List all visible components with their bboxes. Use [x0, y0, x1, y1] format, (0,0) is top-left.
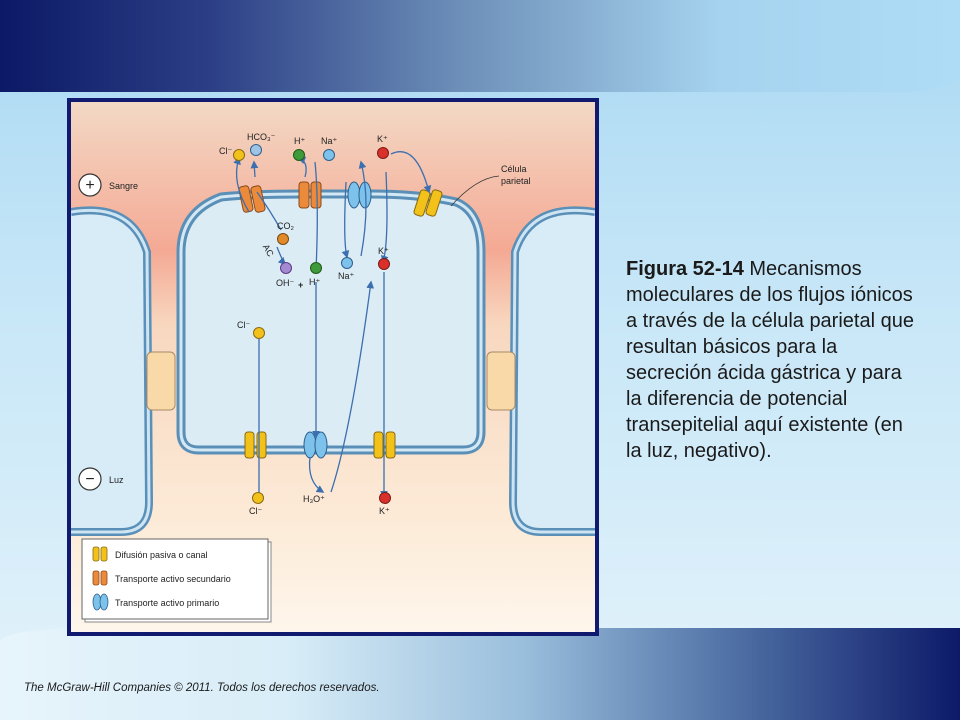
legend-item-secondary: Transporte activo secundario [92, 570, 231, 586]
label-k-bottom: K⁺ [379, 506, 390, 516]
plus-sign: + [85, 177, 94, 194]
transporter-cl-hco3 [238, 185, 266, 213]
legend-label-primary: Transporte activo primario [115, 598, 219, 608]
tight-junction-right [486, 351, 516, 411]
legend: Difusión pasiva o canal Transporte activ… [81, 538, 272, 623]
label-cl-bottom: Cl⁻ [249, 506, 262, 516]
cell-label-line2: parietal [501, 176, 531, 186]
copyright-footer: The McGraw-Hill Companies © 2011. Todos … [24, 682, 380, 694]
ion-h-top [293, 149, 305, 161]
label-k-mid: K⁺ [378, 246, 389, 256]
label-k-top: K⁺ [377, 134, 388, 144]
legend-label-secondary: Transporte activo secundario [115, 574, 231, 584]
blood-sign: + [78, 173, 102, 197]
legend-label-passive: Difusión pasiva o canal [115, 550, 208, 560]
label-plus: + [298, 280, 303, 290]
figure-caption: Figura 52-14 Mecanismos moleculares de l… [626, 256, 922, 464]
flux-arrows [233, 151, 432, 502]
parietal-cell-diagram: Cl⁻ HCO₃⁻ H⁺ Na⁺ K⁺ CO₂ AC OH⁻ + H⁺ Na⁺ … [71, 102, 595, 632]
ion-k-mid [378, 258, 390, 270]
header-band [0, 0, 960, 92]
label-na-top: Na⁺ [321, 136, 338, 146]
ion-cl-top [233, 149, 245, 161]
caption-label: Figura 52-14 [626, 258, 744, 280]
legend-item-passive: Difusión pasiva o canal [92, 546, 208, 562]
figure-frame: Cl⁻ HCO₃⁻ H⁺ Na⁺ K⁺ CO₂ AC OH⁻ + H⁺ Na⁺ … [67, 98, 599, 636]
label-co2: CO₂ [277, 221, 295, 231]
ion-k-bottom [379, 492, 391, 504]
label-h-mid: H⁺ [309, 277, 320, 287]
footer-band [0, 628, 960, 720]
ion-oh [280, 262, 292, 274]
minus-sign: − [85, 471, 94, 488]
left-neighbour-cell [71, 206, 154, 536]
ion-na-mid [341, 257, 353, 269]
tight-junction-left [146, 351, 176, 411]
ion-hco3 [250, 144, 262, 156]
blood-label: Sangre [109, 181, 138, 191]
label-cl-mid: Cl⁻ [237, 320, 250, 330]
ion-h-mid [310, 262, 322, 274]
ion-cl-mid [253, 327, 265, 339]
caption-text: Mecanismos moleculares de los flujos ión… [626, 258, 914, 462]
label-h3o: H₃O⁺ [303, 494, 325, 504]
label-h-top: H⁺ [294, 136, 305, 146]
channel-k-apical [373, 431, 396, 459]
label-hco3: HCO₃⁻ [247, 132, 276, 142]
label-na-mid: Na⁺ [338, 271, 355, 281]
ion-co2 [277, 233, 289, 245]
cell-label-leader [450, 175, 500, 207]
parietal-cell [176, 189, 486, 455]
label-oh: OH⁻ [276, 278, 295, 288]
lumen-label: Luz [109, 475, 124, 485]
ion-na-top [323, 149, 335, 161]
ion-cl-bottom [252, 492, 264, 504]
legend-item-primary: Transporte activo primario [92, 593, 219, 611]
ion-k-top [377, 147, 389, 159]
right-neighbour-cell [508, 206, 595, 536]
cell-label-line1: Célula [501, 164, 527, 174]
label-cl-top: Cl⁻ [219, 146, 232, 156]
pump-na-k [347, 181, 372, 209]
lumen-sign: − [78, 467, 102, 491]
